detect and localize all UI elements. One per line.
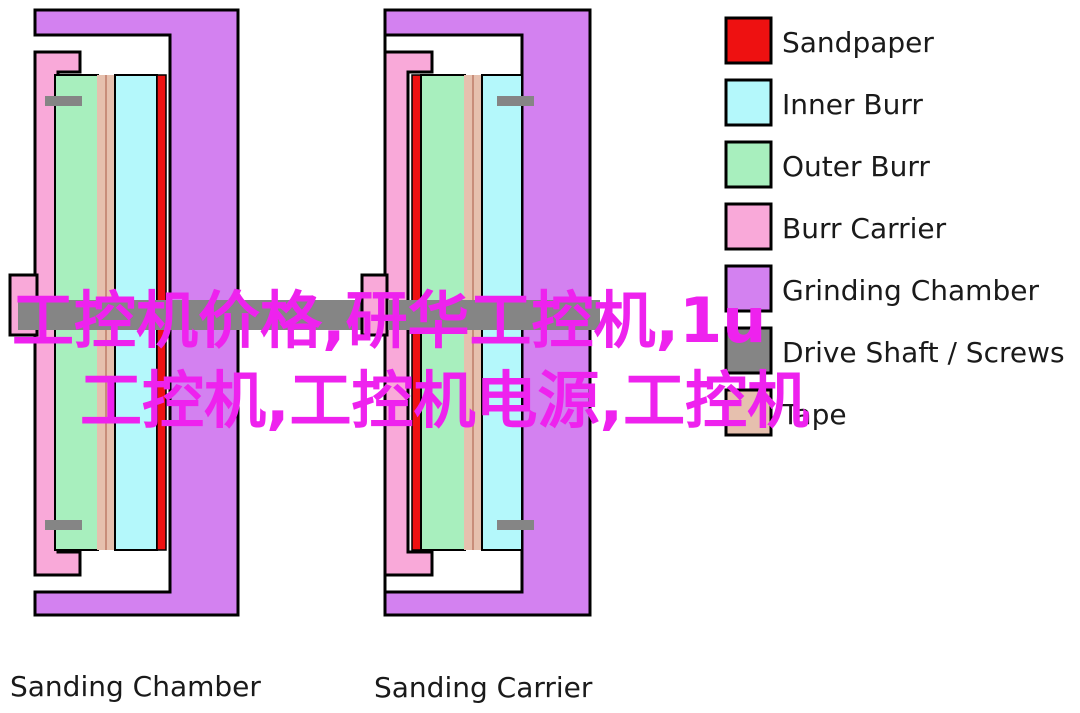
screw-left-top — [45, 96, 82, 106]
legend-swatch-tape — [724, 388, 773, 437]
legend-label-grinding-chamber: Grinding Chamber — [782, 274, 1039, 307]
sanding-carrier-assembly — [360, 8, 600, 617]
legend-label-burr-carrier: Burr Carrier — [782, 212, 947, 245]
watermark-line-2: 工控机,工控机电源,工控机 — [80, 364, 810, 437]
sanding-chamber-assembly — [8, 8, 388, 617]
burr-carrier-right — [383, 50, 434, 577]
screw-right-bottom — [497, 520, 534, 530]
screw-left-bottom — [45, 520, 82, 530]
watermark-line-1: 工控机价格,研华工控机,1u — [12, 284, 767, 357]
legend-item-grinding-chamber: Grinding Chamber — [724, 264, 1039, 313]
legend-item-drive-shaft: Drive Shaft / Screws — [724, 326, 1065, 375]
legend-swatch-outer-burr — [724, 140, 773, 189]
grinding-chamber-left — [33, 8, 240, 617]
legend-label-outer-burr: Outer Burr — [782, 150, 930, 183]
legend-label-tape: Tape — [781, 398, 847, 431]
legend-swatch-inner-burr — [724, 78, 773, 127]
legend-item-sandpaper: Sandpaper — [724, 16, 934, 65]
legend-label-sandpaper: Sandpaper — [782, 26, 934, 59]
legend-swatch-sandpaper — [724, 16, 773, 65]
legend-item-tape: Tape — [724, 388, 847, 437]
drive-shaft-right — [388, 300, 600, 330]
caption-sanding-carrier: Sanding Carrier — [374, 671, 593, 704]
legend-swatch-grinding-chamber — [724, 264, 773, 313]
caption-sanding-chamber: Sanding Chamber — [10, 670, 261, 703]
legend-label-inner-burr: Inner Burr — [782, 88, 923, 121]
drive-shaft-left — [18, 300, 388, 330]
screw-right-top — [497, 96, 534, 106]
legend-swatch-burr-carrier — [724, 202, 773, 251]
legend-item-burr-carrier: Burr Carrier — [724, 202, 947, 251]
legend-label-drive-shaft: Drive Shaft / Screws — [782, 336, 1065, 369]
legend-swatch-drive-shaft — [724, 326, 773, 375]
drive-shaft-stub-right — [360, 273, 389, 337]
legend-item-outer-burr: Outer Burr — [724, 140, 930, 189]
legend: Sandpaper Inner Burr Outer Burr Burr Car… — [724, 16, 1065, 437]
legend-item-inner-burr: Inner Burr — [724, 78, 923, 127]
